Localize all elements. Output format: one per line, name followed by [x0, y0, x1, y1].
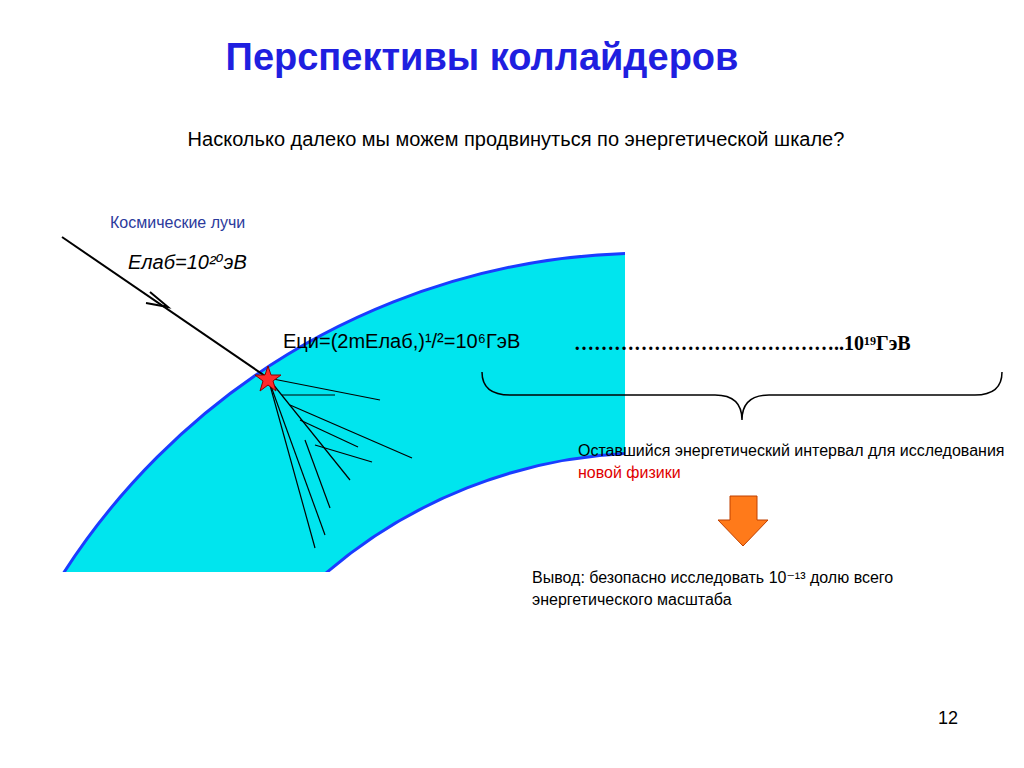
- new-physics: новой физики: [578, 464, 681, 481]
- interval-note: Оставшийся энергетический интервал для и…: [578, 440, 1008, 484]
- orange-arrow: [718, 496, 768, 546]
- cosmic-ray-label: Космические лучи: [110, 214, 245, 232]
- particle-shower: [268, 378, 412, 548]
- interval-brace: [482, 372, 1002, 420]
- planck-energy: …………………………………..10¹⁹ГэВ: [574, 332, 911, 355]
- conclusion: Вывод: безопасно исследовать 10⁻¹³ долю …: [532, 567, 942, 611]
- slide-number: 12: [938, 708, 958, 729]
- collision-star: [255, 366, 281, 391]
- subtitle: Насколько далеко мы можем продвинуться п…: [4, 128, 1024, 151]
- slide-title: Перспективы коллайдеров: [0, 36, 1024, 79]
- cosmic-ray: [62, 237, 268, 378]
- lab-energy: Eлаб=10²⁰эВ: [128, 250, 247, 274]
- atmosphere-band: [0, 253, 625, 572]
- cm-energy: Eци=(2mEлаб,)¹/²=10⁶ГэВ: [283, 330, 520, 353]
